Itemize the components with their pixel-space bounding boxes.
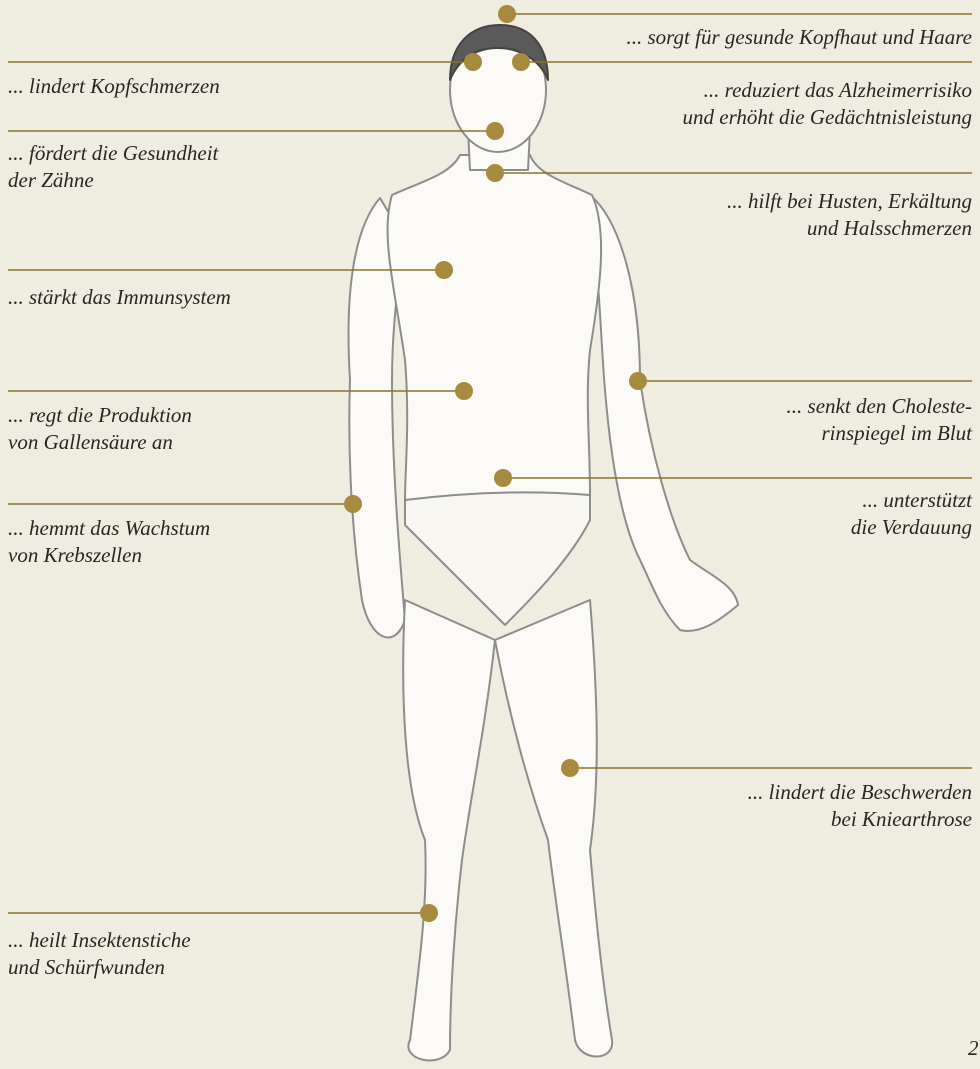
annotation-line: ... sorgt für gesunde Kopfhaut und Haare — [626, 24, 972, 51]
marker-dot-alzheimer — [512, 53, 530, 71]
annotation-line: ... hemmt das Wachstum — [8, 515, 210, 542]
marker-dot-gallensaeure — [455, 382, 473, 400]
annotation-line: ... hilft bei Husten, Erkältung — [727, 188, 972, 215]
annotation-line: ... heilt Insektenstiche — [8, 927, 191, 954]
marker-dot-cholesterin — [629, 372, 647, 390]
page-number: 2 — [968, 1036, 979, 1061]
human-figure-illustration — [349, 25, 738, 1060]
marker-dot-kopfschmerzen — [464, 53, 482, 71]
marker-dot-krebszellen — [344, 495, 362, 513]
right-leg — [495, 600, 612, 1057]
torso — [388, 155, 602, 500]
annotation-line: und Schürfwunden — [8, 954, 191, 981]
annotation-line: bei Kniearthrose — [748, 806, 972, 833]
annotation-line: ... unterstützt — [851, 487, 972, 514]
annotation-kopfschmerzen: ... lindert Kopfschmerzen — [8, 73, 220, 100]
annotation-line: ... reduziert das Alzheimerrisiko — [683, 77, 973, 104]
annotation-line: ... lindert die Beschwerden — [748, 779, 972, 806]
marker-dot-kniearthrose — [561, 759, 579, 777]
annotation-line: ... stärkt das Immunsystem — [8, 284, 231, 311]
marker-dot-verdauung — [494, 469, 512, 487]
annotation-line: rinspiegel im Blut — [787, 420, 972, 447]
marker-dot-kopfhaut — [498, 5, 516, 23]
marker-dot-insektenstiche — [420, 904, 438, 922]
annotation-immunsystem: ... stärkt das Immunsystem — [8, 284, 231, 311]
annotation-line: ... fördert die Gesundheit — [8, 140, 218, 167]
annotation-line: von Gallensäure an — [8, 429, 192, 456]
right-arm — [590, 195, 738, 631]
marker-dot-zaehne — [486, 122, 504, 140]
annotation-line: ... lindert Kopfschmerzen — [8, 73, 220, 100]
left-leg — [403, 600, 495, 1060]
annotation-line: der Zähne — [8, 167, 218, 194]
annotation-line: die Verdauung — [851, 514, 972, 541]
annotation-line: ... senkt den Choleste- — [787, 393, 972, 420]
annotation-line: und erhöht die Gedächtnisleistung — [683, 104, 973, 131]
annotation-cholesterin: ... senkt den Choleste-rinspiegel im Blu… — [787, 393, 972, 447]
underwear — [405, 492, 590, 625]
marker-dot-husten — [486, 164, 504, 182]
marker-dot-immunsystem — [435, 261, 453, 279]
annotation-line: ... regt die Produktion — [8, 402, 192, 429]
annotation-line: von Krebszellen — [8, 542, 210, 569]
annotation-line: und Halsschmerzen — [727, 215, 972, 242]
annotation-kopfhaut: ... sorgt für gesunde Kopfhaut und Haare — [626, 24, 972, 51]
